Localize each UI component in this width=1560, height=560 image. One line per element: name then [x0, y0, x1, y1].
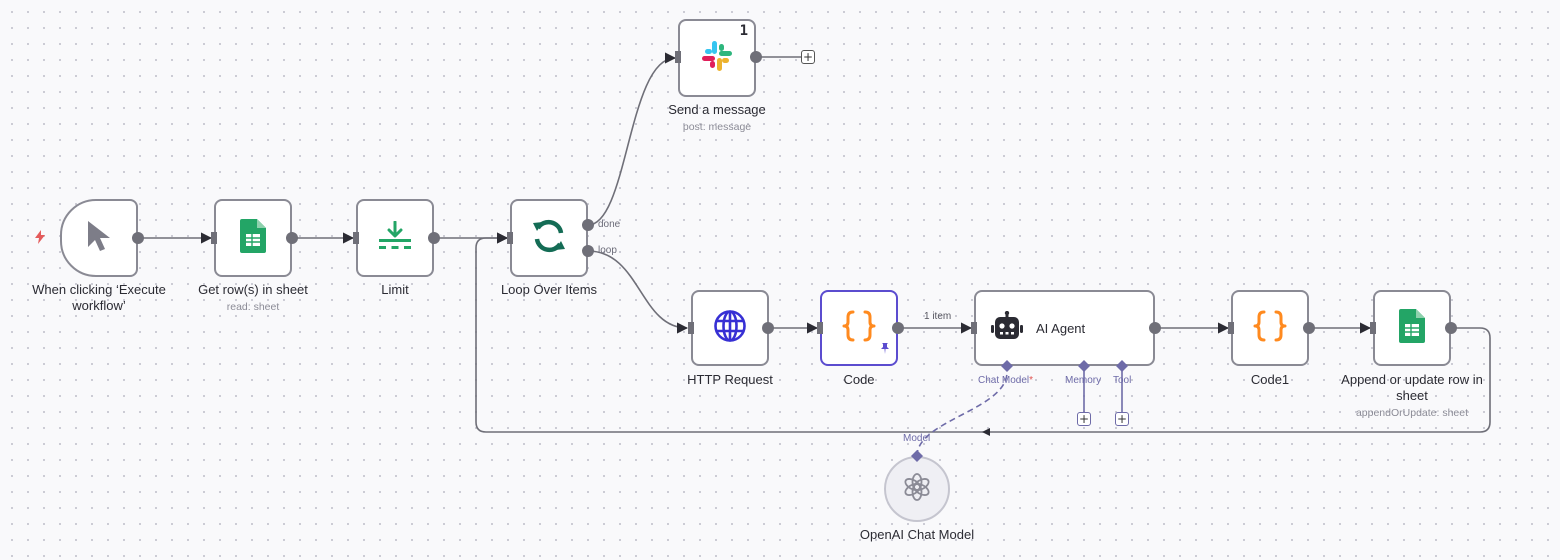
node-label-limit: Limit	[381, 282, 409, 297]
node-label-http-request: HTTP Request	[687, 372, 773, 387]
connection-openai-to-chat-model[interactable]	[916, 371, 1008, 457]
node-label-send-message: Send a message	[668, 102, 766, 117]
node-label-manual-trigger: When clicking ‘Execute workflow’	[32, 282, 166, 313]
output-handle-send-message[interactable]	[750, 51, 762, 63]
input-handle-loop[interactable]	[507, 232, 513, 244]
input-handle-send-message[interactable]	[675, 51, 681, 63]
node-subtitle-send-message: post: message	[682, 121, 752, 133]
input-handle-code1[interactable]	[1228, 322, 1234, 334]
output-label-loop: loop	[598, 245, 617, 256]
node-subtitle-get-rows: read: sheet	[226, 301, 280, 313]
add-node-after-send-message-button[interactable]: +	[801, 50, 815, 64]
node-manual-trigger[interactable]	[60, 199, 138, 277]
openai-icon	[902, 472, 932, 507]
output-handle-ai-agent[interactable]	[1149, 322, 1161, 334]
robot-icon	[990, 310, 1024, 346]
connection-loop-done-to-send-message[interactable]	[587, 52, 677, 226]
chat-model-text: Chat Model	[978, 375, 1030, 386]
node-code[interactable]	[820, 290, 898, 366]
node-label-openai: OpenAI Chat Model	[859, 527, 975, 542]
input-handle-ai-agent[interactable]	[971, 322, 977, 334]
output-handle-trigger[interactable]	[132, 232, 144, 244]
output-handle-loop-done[interactable]	[582, 219, 594, 231]
google-sheets-icon	[240, 218, 266, 258]
slack-icon	[700, 39, 734, 78]
ai-input-handle-chat-model[interactable]	[1001, 360, 1013, 372]
output-label-model: Model	[903, 433, 931, 444]
input-label-chat-model: Chat Model*	[978, 375, 1033, 386]
output-handle-append-row[interactable]	[1445, 322, 1457, 334]
input-label-tool: Tool	[1113, 375, 1132, 386]
add-memory-button[interactable]: +	[1077, 412, 1091, 426]
input-handle-code[interactable]	[817, 322, 823, 334]
node-append-or-update-row[interactable]	[1373, 290, 1451, 366]
globe-icon	[713, 309, 747, 348]
ai-input-handle-tool[interactable]	[1116, 360, 1128, 372]
output-handle-code[interactable]	[892, 322, 904, 334]
sync-loop-icon	[531, 218, 567, 259]
ai-agent-title: AI Agent	[1036, 320, 1086, 336]
node-label-append-row: Append or update row in sheet	[1341, 372, 1483, 403]
node-get-rows-in-sheet[interactable]	[214, 199, 292, 277]
run-count-badge: 1	[739, 23, 748, 39]
input-handle-limit[interactable]	[353, 232, 359, 244]
output-handle-loop-loop[interactable]	[582, 245, 594, 257]
output-handle-http[interactable]	[762, 322, 774, 334]
pin-icon	[880, 341, 890, 359]
ai-input-handle-memory[interactable]	[1078, 360, 1090, 372]
node-limit[interactable]	[356, 199, 434, 277]
item-count-label: 1 item	[924, 311, 952, 322]
output-handle-limit[interactable]	[428, 232, 440, 244]
node-label-loop: Loop Over Items	[500, 282, 598, 297]
cursor-pointer-icon	[84, 219, 114, 258]
curly-braces-icon	[842, 309, 876, 348]
output-handle-get-rows[interactable]	[286, 232, 298, 244]
node-label-get-rows: Get row(s) in sheet	[198, 282, 308, 297]
input-handle-append-row[interactable]	[1370, 322, 1376, 334]
lightning-bolt-icon	[34, 230, 46, 249]
node-send-a-message[interactable]: 1	[678, 19, 756, 97]
input-label-memory: Memory	[1065, 375, 1102, 386]
input-handle-http[interactable]	[688, 322, 694, 334]
curly-braces-icon	[1253, 309, 1287, 348]
output-handle-code1[interactable]	[1303, 322, 1315, 334]
output-label-done: done	[598, 219, 621, 230]
input-handle-get-rows[interactable]	[211, 232, 217, 244]
required-marker: *	[1029, 375, 1034, 386]
limit-download-icon	[378, 220, 412, 256]
connection-loop-to-http-request[interactable]	[587, 250, 689, 334]
add-tool-button[interactable]: +	[1115, 412, 1129, 426]
google-sheets-icon	[1399, 308, 1425, 348]
loop-back-direction-arrow	[982, 428, 990, 436]
ai-output-handle-model[interactable]	[911, 450, 923, 462]
node-label-code: Code	[843, 372, 875, 387]
node-label-code1: Code1	[1250, 372, 1290, 387]
node-subtitle-append-row: appendOrUpdate: sheet	[1355, 407, 1469, 419]
